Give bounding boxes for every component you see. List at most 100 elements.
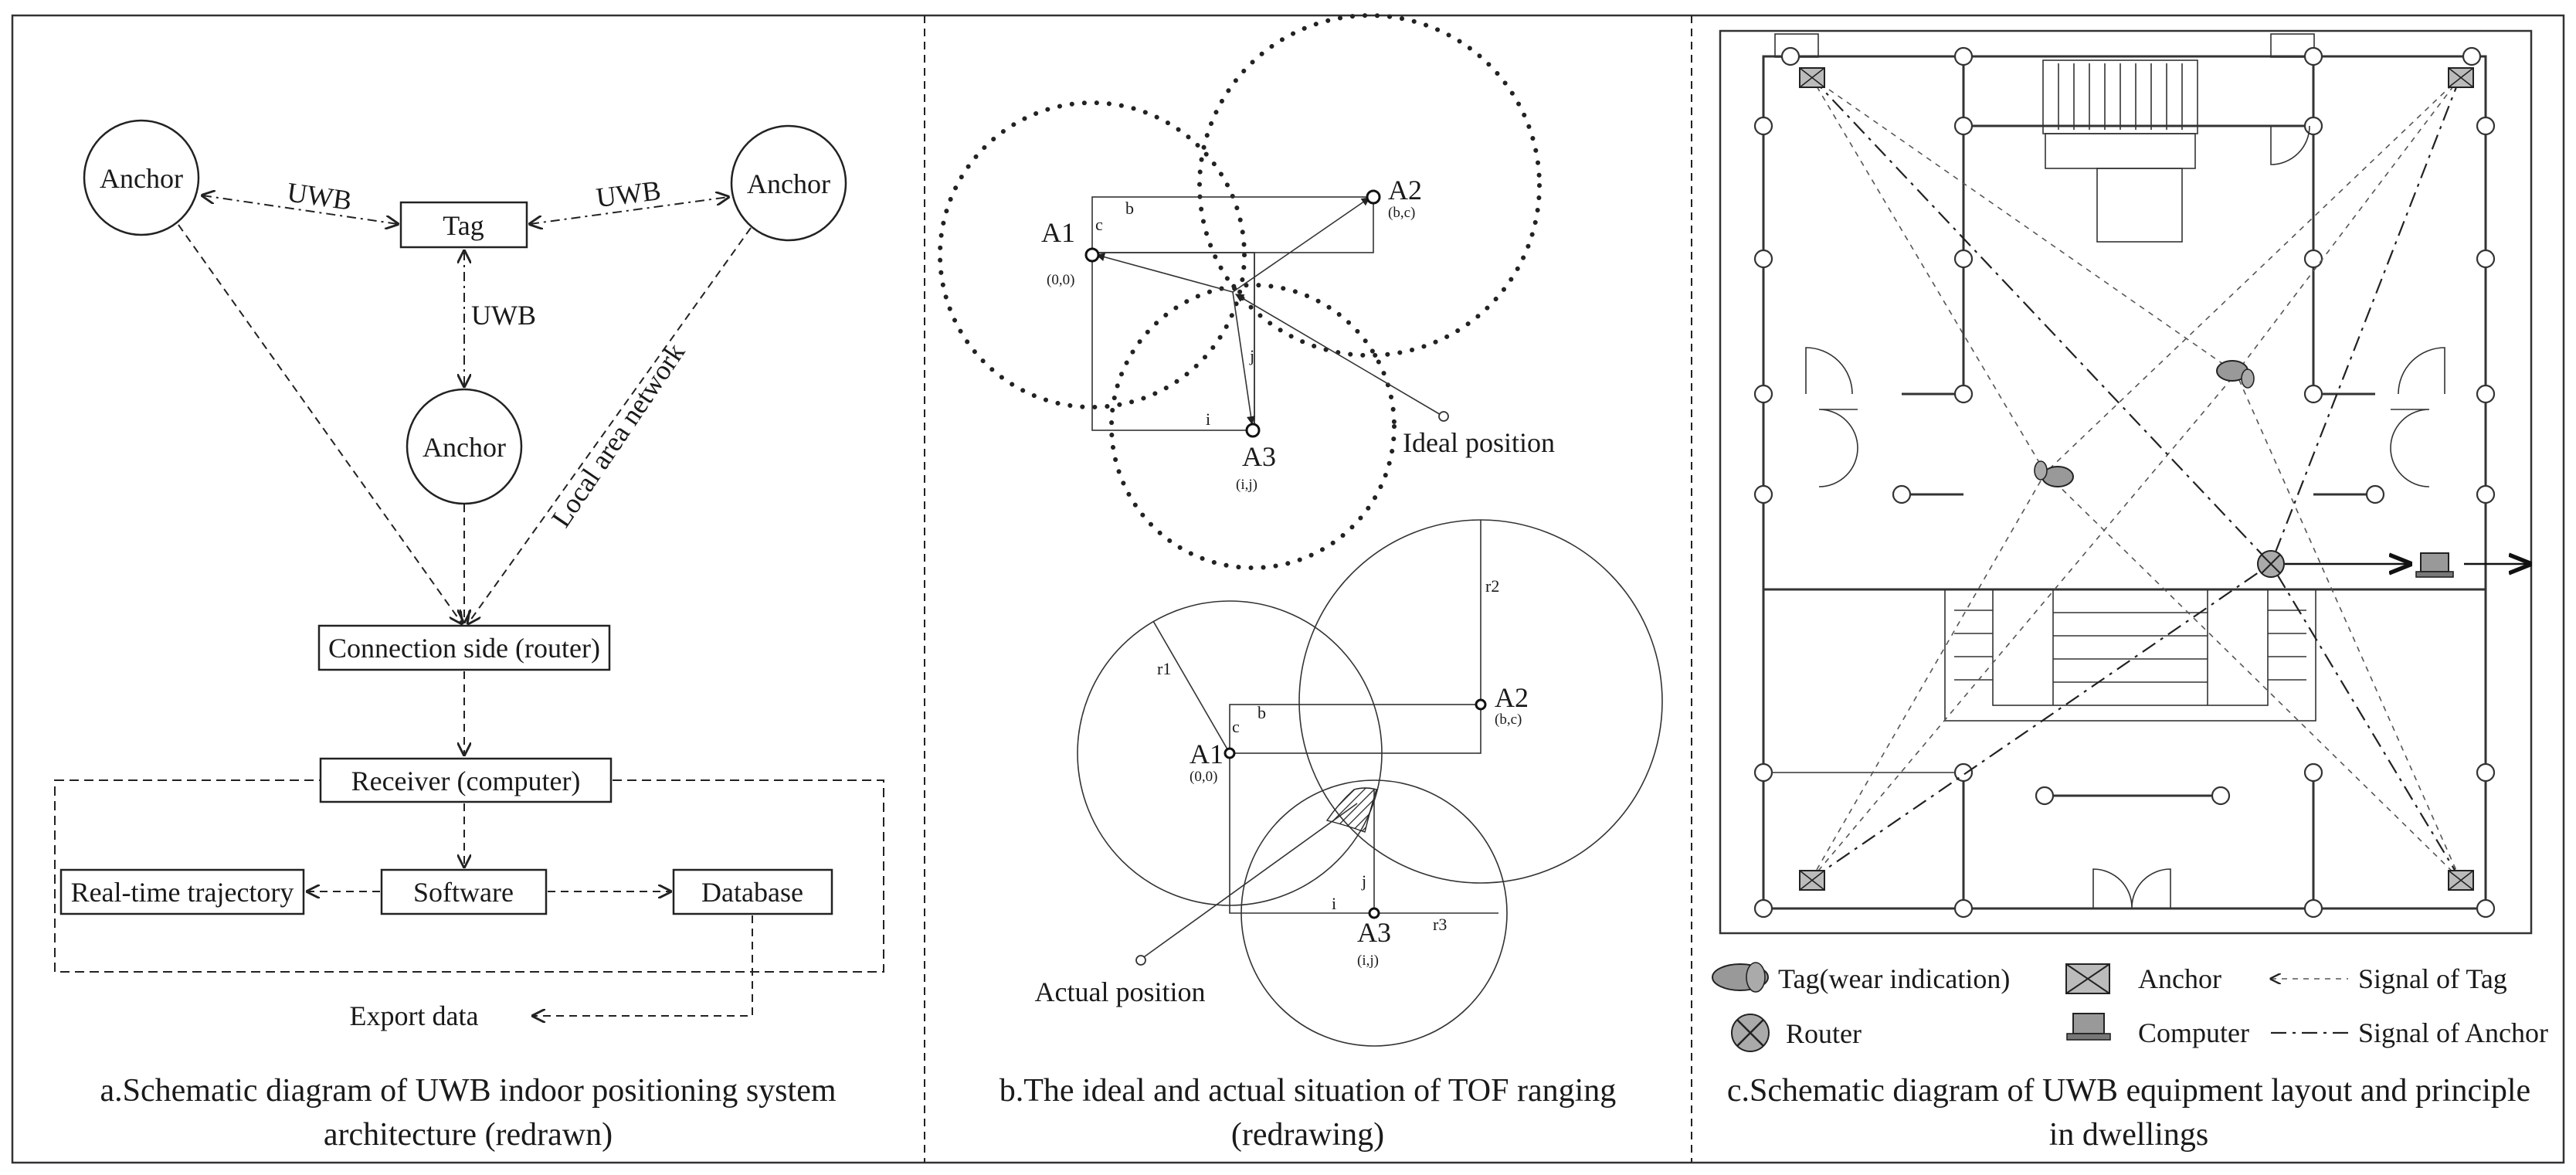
- tag-box: [399, 201, 528, 249]
- actual-r3-label: r3: [1433, 915, 1447, 934]
- anchor-bottom-label: Anchor: [423, 432, 506, 463]
- actual-a3-label: A3: [1357, 917, 1391, 948]
- actual-anchor-a1-point: [1224, 747, 1236, 759]
- plan-outer-wall: [1762, 55, 2487, 910]
- legend-anchor-icon: [2065, 963, 2110, 994]
- legend-tag-label: Tag(wear indication): [1778, 963, 2010, 994]
- actual-i-label: i: [1332, 894, 1336, 913]
- anchor-left-label: Anchor: [100, 163, 183, 194]
- vector-to-a2: [1232, 197, 1370, 293]
- database-box: [672, 868, 833, 915]
- anchor-node-bottom: [406, 388, 523, 505]
- caption-c-line2: in dwellings: [2049, 1117, 2209, 1153]
- actual-a1-coord: (0,0): [1190, 769, 1217, 785]
- plan-columns: [1753, 46, 2496, 919]
- radius-r1: [1152, 620, 1230, 754]
- intersection-region: [1325, 787, 1377, 833]
- receiver-box: [319, 757, 613, 803]
- anchor-signal-lines: [1811, 76, 2462, 880]
- uwb-link-left: [202, 195, 398, 224]
- ideal-a2-label: A2: [1388, 175, 1422, 205]
- actual-a3-coord: (i,j): [1357, 953, 1379, 969]
- floor-plan: [1719, 29, 2533, 935]
- actual-rect-top: [1229, 704, 1481, 754]
- anchor-top-right: [2448, 67, 2474, 88]
- uwb-right-label: UWB: [594, 175, 662, 213]
- legend-anchor-label: Anchor: [2138, 963, 2221, 994]
- ideal-i-label: i: [1206, 409, 1210, 429]
- ideal-a3-coord: (i,j): [1236, 477, 1257, 493]
- caption-c-line1: c.Schematic diagram of UWB equipment lay…: [1727, 1073, 2530, 1109]
- actual-a2-coord: (b,c): [1495, 711, 1522, 728]
- ideal-b-label: b: [1125, 199, 1134, 218]
- anchor-right-label: Anchor: [747, 168, 830, 199]
- vector-to-a3: [1232, 291, 1256, 426]
- plan-window-top-right: [2270, 33, 2315, 58]
- actual-position-marker: [1135, 955, 1146, 966]
- ideal-rect-left: [1091, 252, 1255, 431]
- tof-ideal-diagram: A1 (0,0) A2 (b,c) A3 (i,j) b c i j Ideal…: [938, 13, 1555, 570]
- anchor-devices: [1799, 67, 2474, 891]
- panel-c: Tag(wear indication) Anchor Signal of Ta…: [1712, 29, 2548, 1153]
- actual-anchor-a2-point: [1475, 698, 1487, 711]
- anchor-bottom-left: [1799, 870, 1825, 891]
- vector-to-a1: [1095, 253, 1234, 293]
- actual-r1-label: r1: [1157, 659, 1171, 678]
- legend-router-label: Router: [1786, 1018, 1862, 1049]
- trajectory-box: [59, 868, 305, 915]
- lan-link-left: [178, 224, 462, 623]
- lan-label: Local area network: [545, 338, 691, 533]
- anchor-node-left: [83, 119, 200, 236]
- uwb-left-label: UWB: [285, 176, 354, 216]
- actual-position-pointer: [1141, 803, 1358, 959]
- actual-anchor-a3-point: [1368, 907, 1380, 919]
- tof-actual-diagram: A1 (0,0) A2 (b,c) A3 (i,j) b c i j r1 r2…: [1035, 519, 1663, 1047]
- ideal-position-label: Ideal position: [1403, 427, 1555, 458]
- anchor-bottom-right: [2448, 870, 2474, 891]
- panel-a: Anchor Anchor Anchor Tag UWB UWB UWB Loc…: [54, 119, 884, 1153]
- computer-device: [2415, 552, 2454, 578]
- legend-computer-icon: [2066, 1013, 2111, 1041]
- computer-system-boundary: [54, 779, 884, 973]
- tag-label: Tag: [443, 210, 484, 241]
- database-label: Database: [701, 877, 803, 908]
- anchor-a1-point: [1084, 247, 1100, 263]
- software-box: [380, 868, 548, 915]
- software-label: Software: [413, 877, 514, 908]
- actual-position-label: Actual position: [1035, 976, 1206, 1007]
- actual-a1-label: A1: [1190, 739, 1224, 769]
- legend: Tag(wear indication) Anchor Signal of Ta…: [1712, 962, 2548, 1052]
- plan-doors: [1805, 125, 2445, 909]
- panel-b: A1 (0,0) A2 (b,c) A3 (i,j) b c i j Ideal…: [938, 13, 1663, 1153]
- anchor-node-right: [730, 124, 847, 242]
- actual-j-label: j: [1361, 871, 1366, 891]
- caption-b-line1: b.The ideal and actual situation of TOF …: [1000, 1073, 1617, 1109]
- anchor-top-left: [1799, 67, 1825, 88]
- anchor-a3-point: [1245, 423, 1261, 438]
- tag-signal-lines: [1811, 76, 2461, 880]
- trajectory-label: Real-time trajectory: [71, 877, 294, 908]
- legend-signal-tag-label: Signal of Tag: [2358, 963, 2507, 994]
- plan-stairs: [1944, 589, 2316, 722]
- tag-device-2: [2216, 360, 2255, 389]
- legend-computer-label: Computer: [2138, 1017, 2249, 1048]
- legend-signal-anchor-label: Signal of Anchor: [2358, 1017, 2548, 1048]
- actual-a2-label: A2: [1495, 682, 1529, 713]
- range-circle-a1: [938, 100, 1247, 409]
- plan-outer-boundary: [1719, 29, 2533, 935]
- ideal-a2-coord: (b,c): [1388, 205, 1415, 221]
- anchor-a2-point: [1366, 189, 1381, 205]
- uwb-link-right: [530, 197, 728, 224]
- caption-a-line2: architecture (redrawn): [324, 1117, 613, 1153]
- router-box: [317, 624, 611, 671]
- range-circle-a2: [1197, 13, 1542, 358]
- actual-r2-label: r2: [1485, 576, 1499, 596]
- router-device: [2257, 550, 2285, 578]
- actual-c-label: c: [1232, 717, 1240, 736]
- ideal-c-label: c: [1095, 215, 1103, 234]
- ideal-a1-coord: (0,0): [1047, 272, 1074, 288]
- range-circle-a3: [1109, 283, 1397, 570]
- database-export-link: [533, 915, 753, 1016]
- export-label: Export data: [350, 1000, 479, 1031]
